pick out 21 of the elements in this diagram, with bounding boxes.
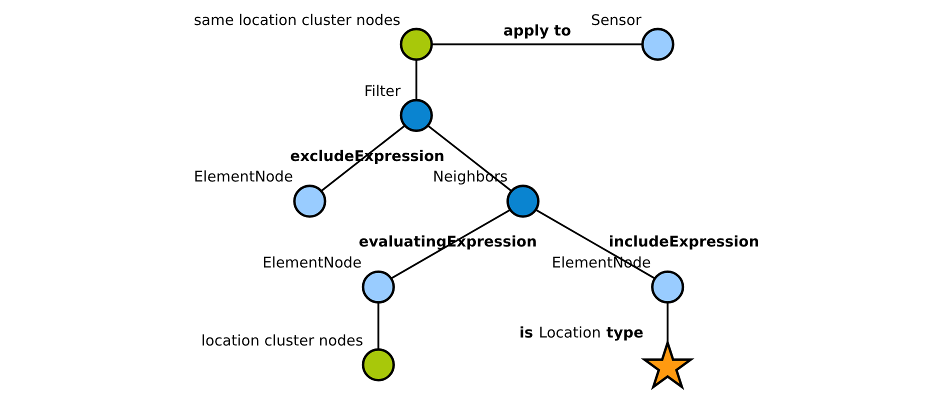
edge-label: apply to xyxy=(502,22,571,40)
node-label: ElementNode xyxy=(262,254,362,272)
node-circle xyxy=(640,28,674,61)
node-label: is Location type xyxy=(518,324,644,342)
connector xyxy=(376,302,379,350)
node-label: Filter xyxy=(364,82,400,100)
node-label: ElementNode xyxy=(193,168,293,186)
connector xyxy=(666,302,668,342)
node-circle xyxy=(292,184,326,218)
node-circle xyxy=(361,348,394,382)
node-label: location cluster nodes xyxy=(200,332,363,350)
node-circle xyxy=(399,98,432,132)
node-circle xyxy=(650,270,684,304)
connector xyxy=(414,60,417,100)
node-label: same location cluster nodes xyxy=(193,12,400,29)
connector xyxy=(431,43,642,46)
node-label: Sensor xyxy=(590,12,641,29)
edge-label: includeExpression xyxy=(608,234,759,251)
node-circle xyxy=(506,184,540,218)
node-circle xyxy=(399,28,432,61)
node-circle xyxy=(361,270,394,304)
